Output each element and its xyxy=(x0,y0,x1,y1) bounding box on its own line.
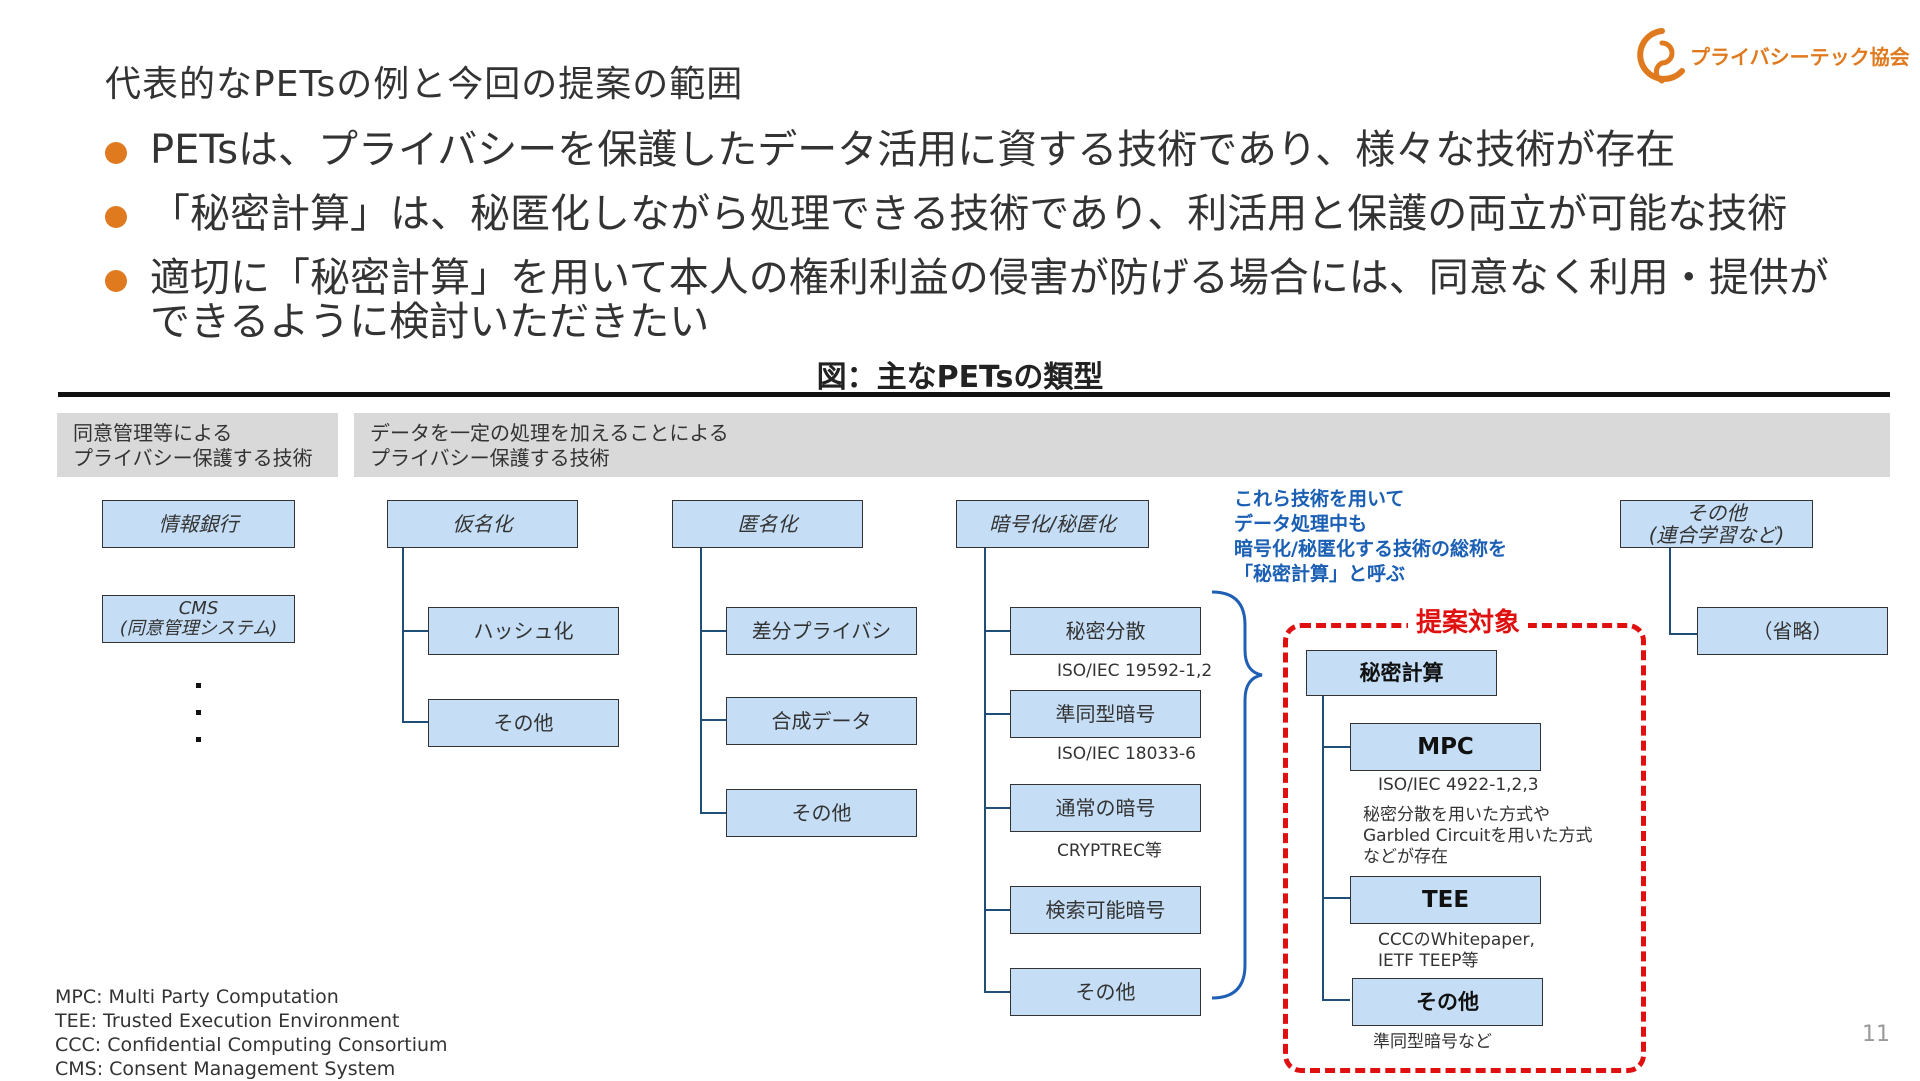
box-encrypt: 暗号化/秘匿化 xyxy=(956,500,1149,548)
legend-item: TEE: Trusted Execution Environment xyxy=(55,1010,400,1032)
box-mpc: MPC xyxy=(1350,723,1541,771)
category-processing: データを一定の処理を加えることによる プライバシー保護する技術 xyxy=(354,413,1890,477)
box-anonymize-other: その他 xyxy=(726,789,917,837)
logo-mark-icon xyxy=(1637,28,1685,84)
ellipsis-vertical-icon xyxy=(196,683,201,764)
note-secret-sharing: ISO/IEC 19592-1,2 xyxy=(1057,661,1213,681)
note-mpc-standard: ISO/IEC 4922-1,2,3 xyxy=(1378,775,1539,795)
figure-title: 図：主なPETsの類型 xyxy=(816,360,1104,395)
box-differential-privacy: 差分プライバシ xyxy=(726,607,917,655)
box-searchable-encryption: 検索可能暗号 xyxy=(1010,886,1201,934)
note-tee: CCCのWhitepaper, IETF TEEP等 xyxy=(1378,930,1535,971)
proposal-label: 提案対象 xyxy=(1408,602,1529,639)
bullet-dot-icon xyxy=(105,142,127,164)
page-number: 11 xyxy=(1862,1022,1890,1047)
legend-item: CMS: Consent Management System xyxy=(55,1058,396,1080)
box-standard-encryption: 通常の暗号 xyxy=(1010,784,1201,832)
logo-text: プライバシーテック協会 xyxy=(1690,45,1910,69)
logo: プライバシーテック協会 xyxy=(1632,25,1912,89)
divider xyxy=(58,392,1890,397)
box-secure-computation: 秘密計算 xyxy=(1306,650,1497,696)
box-anonymize: 匿名化 xyxy=(672,500,863,548)
category-consent: 同意管理等による プライバシー保護する技術 xyxy=(57,413,338,477)
bullet-item: 適切に「秘密計算」を用いて本人の権利利益の侵害が防げる場合には、同意なく利用・提… xyxy=(105,256,1850,344)
abbreviation-legend: MPC: Multi Party Computation TEE: Truste… xyxy=(55,985,448,1081)
bullet-dot-icon xyxy=(105,206,127,228)
brace-icon xyxy=(1211,590,1263,1000)
box-synthetic-data: 合成データ xyxy=(726,697,917,745)
box-others: その他 (連合学習など) xyxy=(1620,500,1813,548)
callout-text: これら技術を用いて データ処理中も 暗号化/秘匿化する技術の総称を 「秘密計算」… xyxy=(1234,488,1507,585)
legend-item: MPC: Multi Party Computation xyxy=(55,986,339,1008)
bullet-dot-icon xyxy=(105,270,127,292)
bullet-list: PETsは、プライバシーを保護したデータ活用に資する技術であり、様々な技術が存在… xyxy=(105,128,1829,364)
box-homomorphic: 準同型暗号 xyxy=(1010,690,1201,738)
note-mpc-description: 秘密分散を用いた方式や Garbled Circuitを用いた方式 などが存在 xyxy=(1363,805,1593,867)
box-pseudonym-other: その他 xyxy=(428,699,619,747)
bullet-item: PETsは、プライバシーを保護したデータ活用に資する技術であり、様々な技術が存在 xyxy=(105,128,1825,172)
bullet-item: 「秘密計算」は、秘匿化しながら処理できる技術であり、利活用と保護の両立が可能な技… xyxy=(105,192,1825,236)
box-pseudonym: 仮名化 xyxy=(387,500,578,548)
note-cryptrec: CRYPTREC等 xyxy=(1057,841,1163,861)
note-homomorphic: ISO/IEC 18033-6 xyxy=(1057,744,1196,764)
box-omitted: （省略） xyxy=(1697,607,1888,655)
box-cms: CMS (同意管理システム) xyxy=(102,595,295,643)
box-secret-sharing: 秘密分散 xyxy=(1010,607,1201,655)
box-proposal-other: その他 xyxy=(1352,978,1543,1026)
box-hash: ハッシュ化 xyxy=(428,607,619,655)
note-proposal-other: 準同型暗号など xyxy=(1373,1032,1492,1052)
legend-item: CCC: Confidential Computing Consortium xyxy=(55,1034,448,1056)
box-encrypt-other: その他 xyxy=(1010,968,1201,1016)
box-info-bank: 情報銀行 xyxy=(102,500,295,548)
slide-title: 代表的なPETsの例と今回の提案の範囲 xyxy=(105,64,744,105)
box-tee: TEE xyxy=(1350,876,1541,924)
